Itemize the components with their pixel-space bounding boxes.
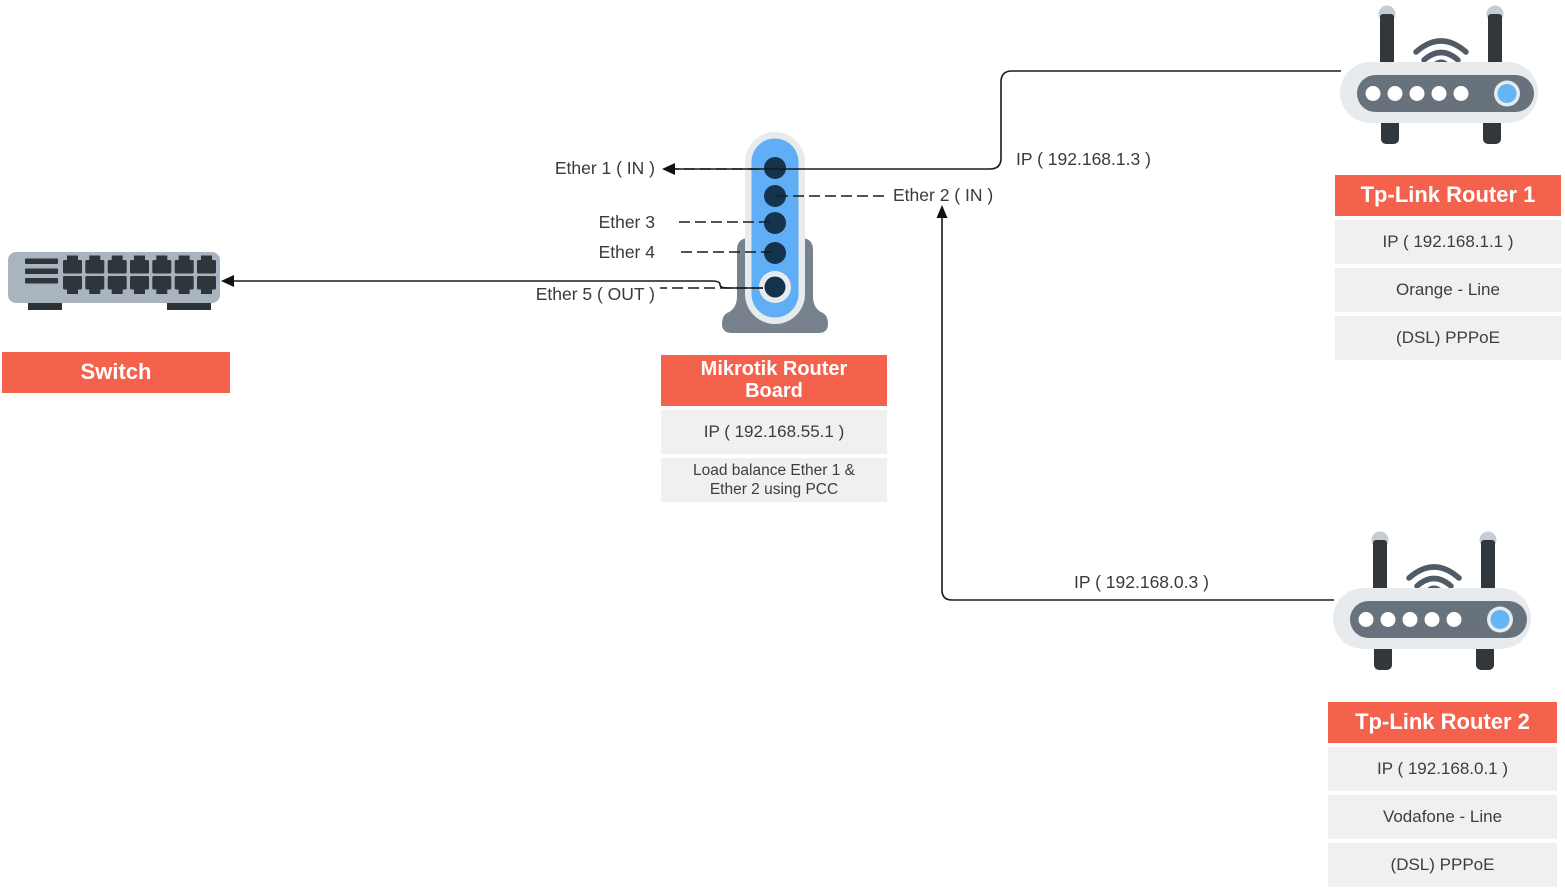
router-feet <box>1374 643 1494 670</box>
router2-mode-row: (DSL) PPPoE <box>1328 842 1557 887</box>
tplink-router1-icon <box>1340 5 1538 144</box>
router2-ip-row: IP ( 192.168.0.1 ) <box>1328 746 1557 791</box>
router1-label-card: Tp-Link Router 1 IP ( 192.168.1.1 ) Oran… <box>1335 175 1561 360</box>
router2-title: Tp-Link Router 2 <box>1328 702 1557 743</box>
router2-line-row: Vodafone - Line <box>1328 794 1557 839</box>
router2-to-ether2-line <box>941 216 1334 601</box>
wan-led <box>1490 610 1510 629</box>
arrow-into-ether2 <box>936 205 948 218</box>
router1-ip-row: IP ( 192.168.1.1 ) <box>1335 219 1561 264</box>
ether3-label: Ether 3 <box>598 212 655 232</box>
tplink-router2-icon <box>1333 531 1531 670</box>
ether2-port <box>764 185 786 207</box>
switch-title: Switch <box>2 352 230 393</box>
router1-line-row: Orange - Line <box>1335 267 1561 312</box>
ether2-label: Ether 2 ( IN ) <box>893 185 994 205</box>
ether3-port <box>764 212 786 234</box>
antenna-left <box>1371 531 1389 592</box>
ether5-to-switch-line <box>233 280 763 289</box>
switch-vent-lines <box>25 258 58 284</box>
antenna-right <box>1479 531 1497 592</box>
router2-label-card: Tp-Link Router 2 IP ( 192.168.0.1 ) Voda… <box>1328 702 1557 887</box>
ether1-port <box>764 157 786 179</box>
mikrotik-ether-ports <box>759 157 791 303</box>
mikrotik-router-icon <box>722 132 828 333</box>
ether5-port <box>764 276 786 298</box>
arrowheads <box>221 163 948 287</box>
switch-icon <box>8 252 220 310</box>
mikrotik-ip-row: IP ( 192.168.55.1 ) <box>661 409 887 454</box>
ether4-label: Ether 4 <box>598 242 655 262</box>
ether5-label: Ether 5 ( OUT ) <box>535 284 655 304</box>
ether4-port <box>764 242 786 264</box>
wan-led <box>1497 84 1517 103</box>
mikrotik-note-row: Load balance Ether 1 & Ether 2 using PCC <box>661 457 887 502</box>
antenna-left <box>1378 5 1396 66</box>
router2-link-ip-label: IP ( 192.168.0.3 ) <box>1074 572 1209 592</box>
antenna-right <box>1486 5 1504 66</box>
arrow-into-switch <box>221 275 234 287</box>
router1-link-ip-label: IP ( 192.168.1.3 ) <box>1016 149 1151 169</box>
router1-mode-row: (DSL) PPPoE <box>1335 315 1561 360</box>
router-feet <box>1381 117 1501 144</box>
mikrotik-label-card: Mikrotik Router Board IP ( 192.168.55.1 … <box>661 355 887 502</box>
arrow-into-ether1 <box>662 163 675 175</box>
switch-feet <box>28 303 211 310</box>
router1-title: Tp-Link Router 1 <box>1335 175 1561 216</box>
led-dots <box>1365 86 1469 101</box>
ether1-label: Ether 1 ( IN ) <box>554 158 655 178</box>
switch-label-card: Switch <box>2 352 230 393</box>
led-dots <box>1358 612 1462 627</box>
mikrotik-title: Mikrotik Router Board <box>661 355 887 406</box>
